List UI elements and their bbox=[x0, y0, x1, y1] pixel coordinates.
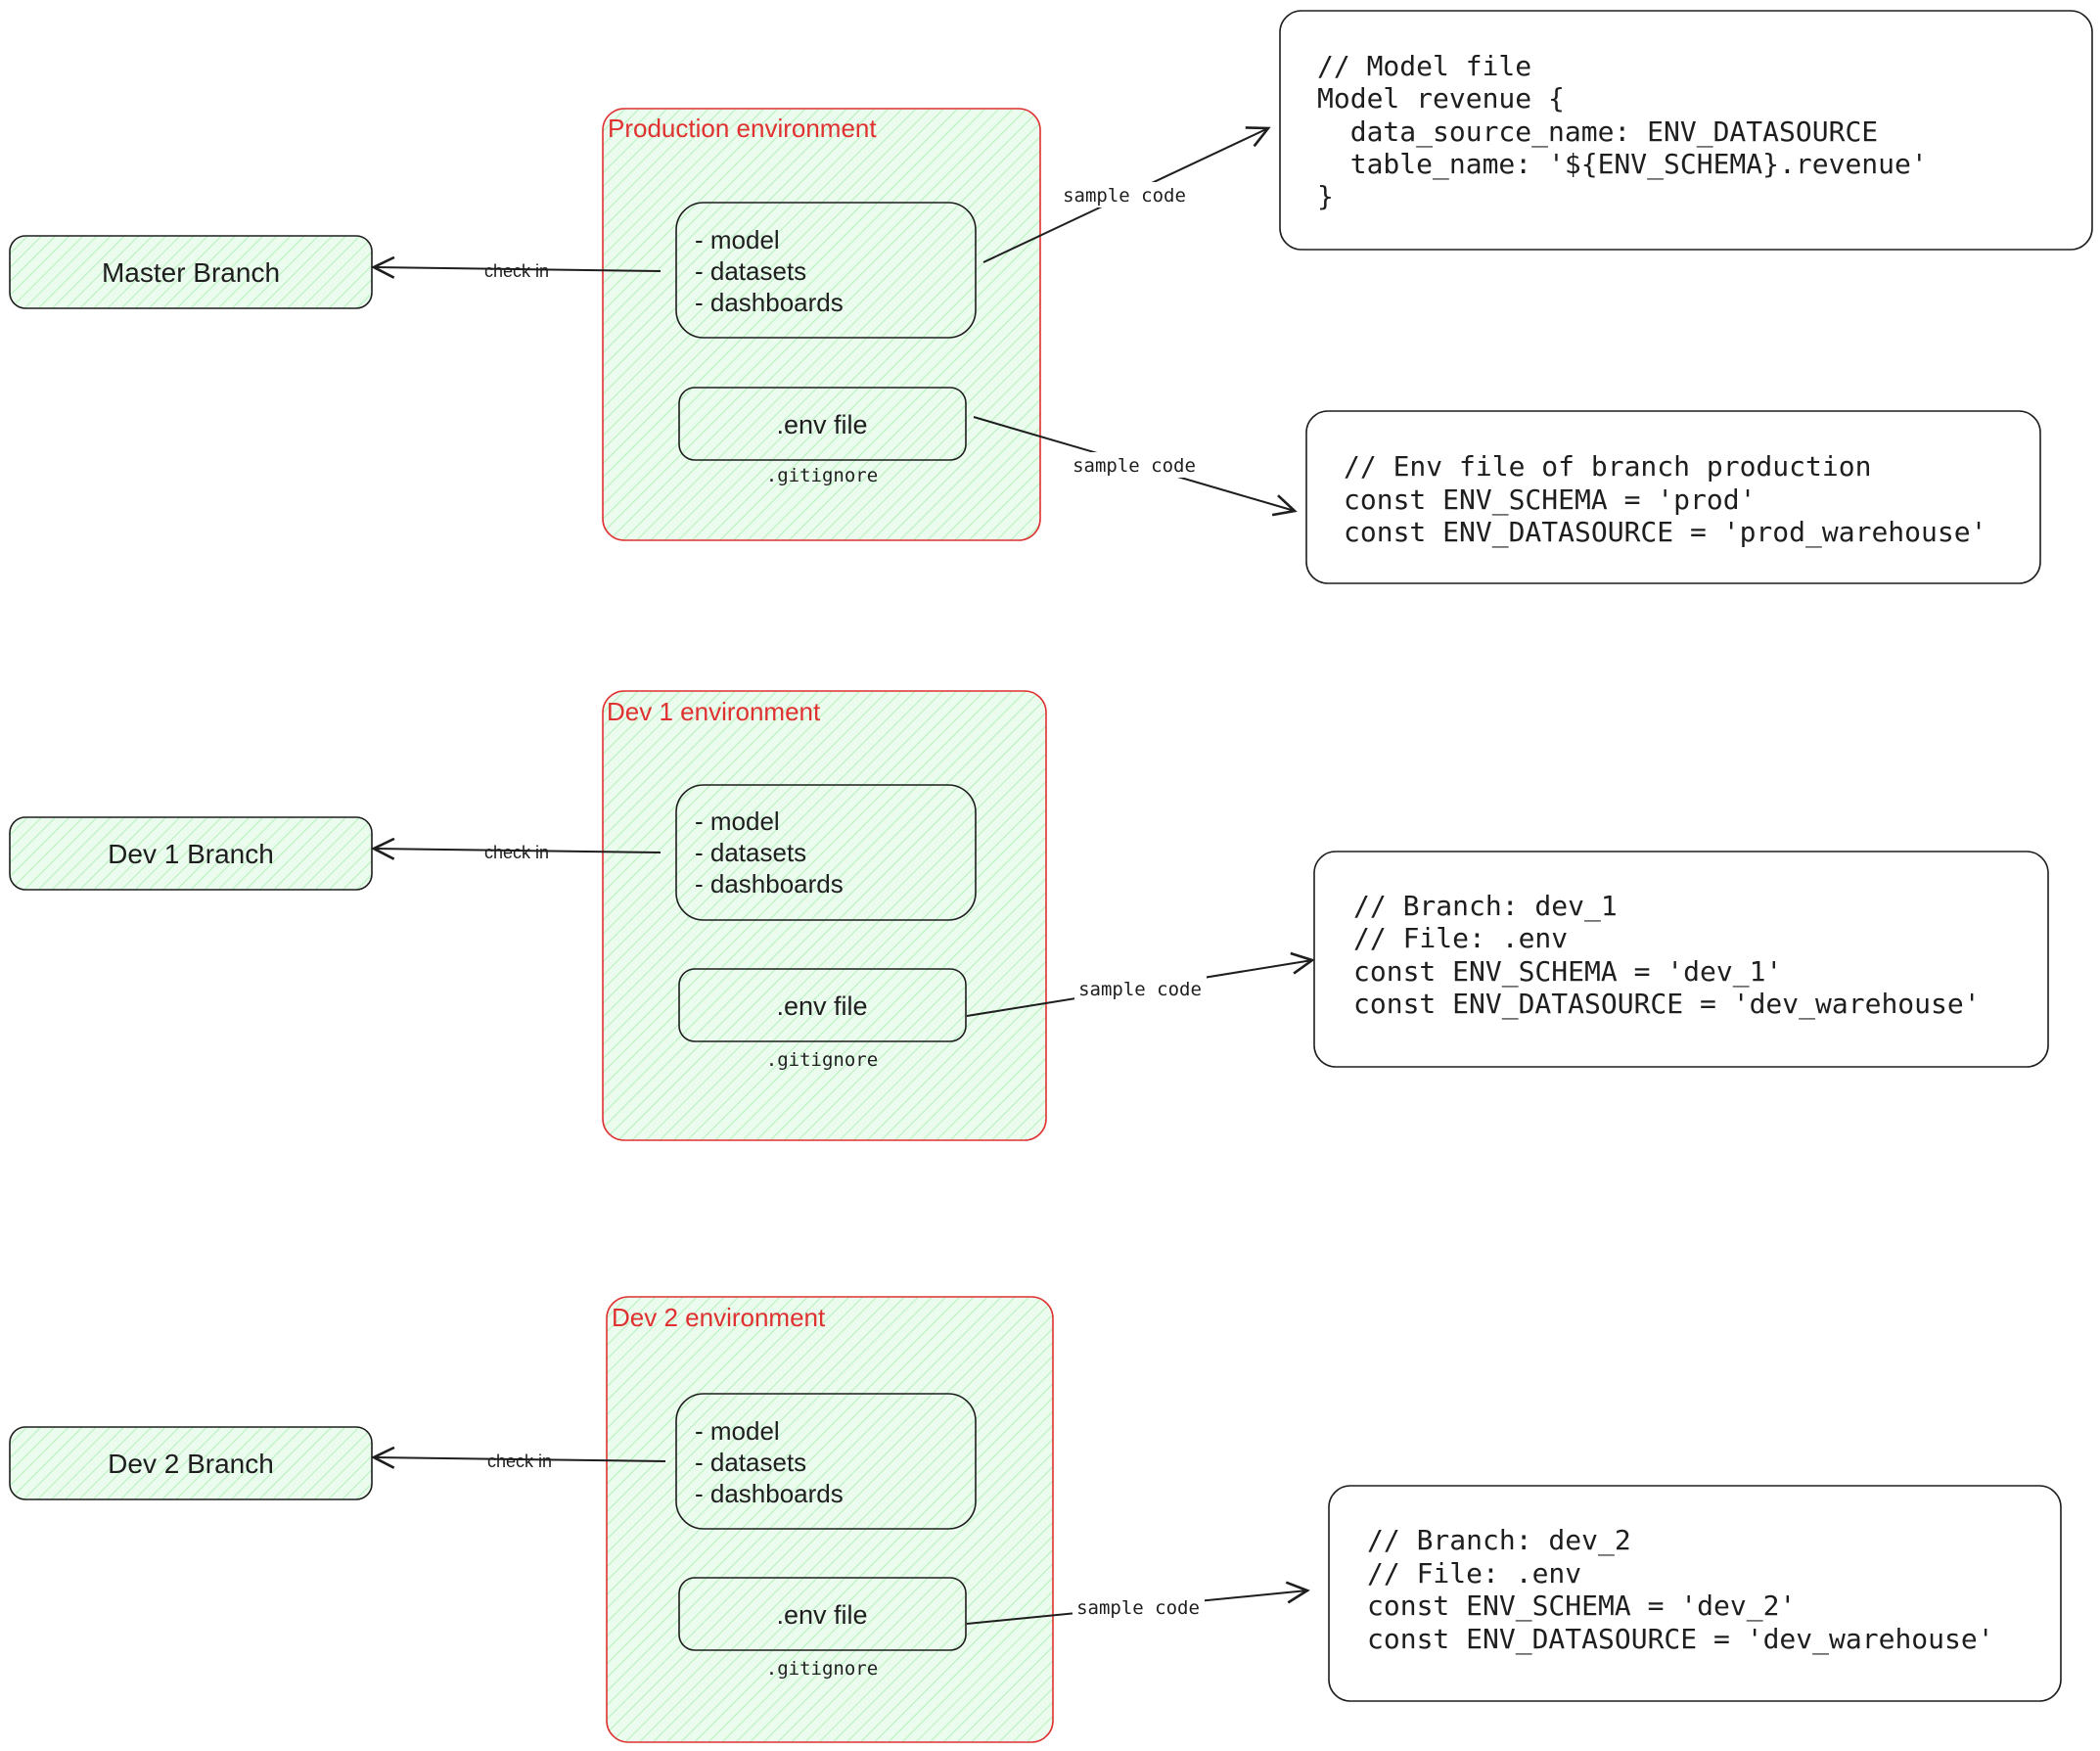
code-line: // File: .env bbox=[1367, 1557, 1581, 1590]
gitignore-label: .gitignore bbox=[766, 1658, 878, 1680]
branch-label: Dev 1 Branch bbox=[108, 839, 274, 869]
row-dev-2: Dev 2 environment - model - datasets - d… bbox=[9, 1296, 2062, 1743]
code-line: // File: .env bbox=[1353, 922, 1568, 954]
contents-line-model: - model bbox=[695, 1416, 780, 1446]
env-file-box bbox=[678, 1577, 967, 1651]
check-in-label: check in bbox=[487, 1451, 552, 1471]
code-line: // Branch: dev_1 bbox=[1353, 890, 1618, 923]
env-title: Production environment bbox=[608, 114, 877, 143]
code-line: // Env file of branch production bbox=[1344, 450, 1871, 483]
code-line: const ENV_DATASOURCE = 'prod_warehouse' bbox=[1344, 516, 1986, 549]
branch-label: Dev 2 Branch bbox=[108, 1449, 274, 1479]
gitignore-label: .gitignore bbox=[766, 1049, 878, 1071]
code-line: // Branch: dev_2 bbox=[1367, 1524, 1631, 1557]
env-contents-box bbox=[675, 202, 977, 339]
model-code-box bbox=[1279, 10, 2093, 251]
code-line: data_source_name: ENV_DATASOURCE bbox=[1317, 115, 1878, 149]
edge-label-bg bbox=[1074, 976, 1207, 1001]
env-code-box bbox=[1328, 1485, 2062, 1702]
branch-label: Master Branch bbox=[102, 257, 280, 288]
sample-code-label: sample code bbox=[1078, 979, 1202, 1000]
edge-label-bg bbox=[1073, 1594, 1205, 1620]
check-in-arrow bbox=[374, 267, 662, 271]
env-contents-box bbox=[675, 1393, 977, 1530]
env-file-label: .env file bbox=[776, 410, 867, 439]
code-line: const ENV_DATASOURCE = 'dev_warehouse' bbox=[1367, 1623, 1994, 1656]
code-line: const ENV_SCHEMA = 'dev_2' bbox=[1367, 1590, 1796, 1623]
check-in-arrow bbox=[374, 849, 662, 852]
env-file-label: .env file bbox=[776, 991, 867, 1021]
env-title: Dev 1 environment bbox=[607, 697, 821, 726]
contents-line-datasets: - datasets bbox=[695, 838, 806, 867]
env-file-box bbox=[678, 387, 967, 461]
env-contents-box bbox=[675, 784, 977, 921]
gitignore-label: .gitignore bbox=[766, 465, 878, 486]
code-line: // Model file bbox=[1317, 50, 1531, 82]
check-in-label: check in bbox=[484, 261, 549, 281]
env-title: Dev 2 environment bbox=[612, 1303, 826, 1332]
code-line: Model revenue { bbox=[1317, 82, 1565, 115]
row-dev-1: Dev 1 environment - model - datasets - d… bbox=[9, 690, 2049, 1141]
contents-line-model: - model bbox=[695, 806, 780, 836]
code-line: const ENV_SCHEMA = 'prod' bbox=[1344, 484, 1756, 517]
env-file-box bbox=[678, 968, 967, 1042]
contents-line-dashboards: - dashboards bbox=[695, 869, 844, 899]
contents-line-datasets: - datasets bbox=[695, 256, 806, 286]
edge-label-bg bbox=[1059, 182, 1191, 207]
check-in-arrow bbox=[374, 1457, 666, 1461]
code-line: const ENV_DATASOURCE = 'dev_warehouse' bbox=[1353, 988, 1981, 1021]
edge-label-bg bbox=[1069, 452, 1201, 478]
contents-line-model: - model bbox=[695, 225, 780, 254]
contents-line-dashboards: - dashboards bbox=[695, 1479, 844, 1508]
sample-code-label: sample code bbox=[1073, 455, 1196, 477]
code-line: table_name: '${ENV_SCHEMA}.revenue' bbox=[1317, 148, 1928, 181]
contents-line-datasets: - datasets bbox=[695, 1448, 806, 1477]
code-line: const ENV_SCHEMA = 'dev_1' bbox=[1353, 955, 1782, 989]
sample-code-label: sample code bbox=[1063, 185, 1186, 207]
env-file-label: .env file bbox=[776, 1600, 867, 1630]
contents-line-dashboards: - dashboards bbox=[695, 288, 844, 317]
sample-code-label: sample code bbox=[1076, 1597, 1200, 1619]
env-code-box bbox=[1305, 410, 2041, 584]
check-in-label: check in bbox=[484, 843, 549, 862]
row-production: Production environment - model - dataset… bbox=[9, 10, 2093, 584]
code-line: } bbox=[1317, 180, 1334, 212]
